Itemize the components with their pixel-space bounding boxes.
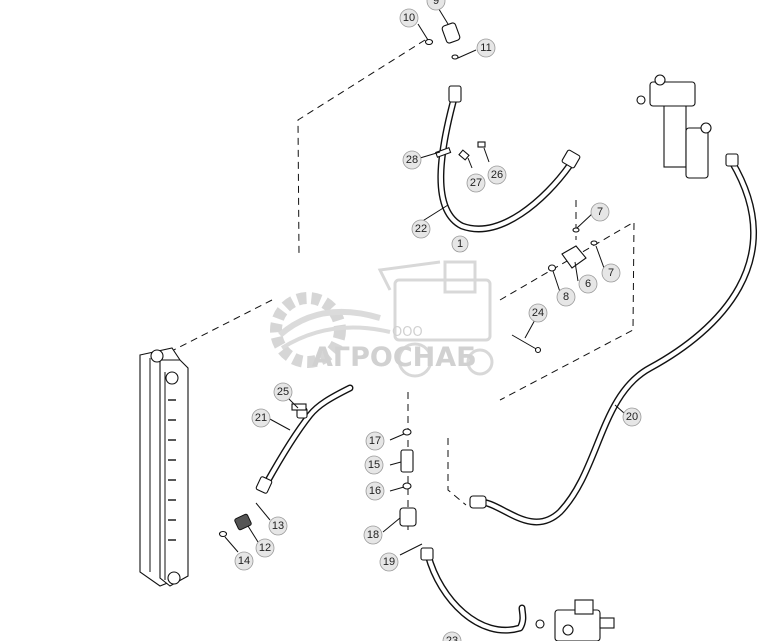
svg-text:12: 12 (259, 542, 271, 554)
callout-7-upper[interactable]: 7 (590, 202, 610, 222)
hose-21 (255, 384, 354, 494)
svg-text:8: 8 (563, 291, 569, 303)
svg-text:28: 28 (406, 154, 418, 166)
callout-20[interactable]: 20 (622, 407, 642, 427)
svg-text:10: 10 (403, 12, 415, 24)
svg-text:15: 15 (368, 459, 380, 471)
callout-19[interactable]: 19 (379, 552, 399, 572)
valve-block-assembly (535, 599, 615, 641)
callout-12[interactable]: 12 (255, 538, 275, 558)
svg-text:9: 9 (433, 0, 439, 7)
combine-harvester-icon (377, 260, 494, 378)
callout-13[interactable]: 13 (268, 516, 288, 536)
watermark-company-name: АГРОСНАБ (312, 342, 477, 373)
svg-text:11: 11 (480, 42, 491, 54)
callout-6[interactable]: 6 (578, 274, 598, 294)
callout-16[interactable]: 16 (365, 481, 385, 501)
callout-7-lower[interactable]: 7 (601, 263, 621, 283)
svg-text:25: 25 (277, 386, 289, 398)
svg-text:16: 16 (369, 485, 381, 497)
callouts: 9 10 11 28 27 26 22 7 7 1 6 8 24 20 25 2… (234, 0, 642, 641)
gear-logo-icon (270, 292, 391, 368)
svg-text:13: 13 (272, 520, 284, 532)
svg-text:23: 23 (446, 635, 458, 641)
callout-24[interactable]: 24 (528, 303, 548, 323)
callout-23[interactable]: 23 (442, 631, 462, 641)
callout-9[interactable]: 9 (426, 0, 446, 11)
svg-text:24: 24 (532, 307, 544, 319)
callout-26[interactable]: 26 (487, 165, 507, 185)
svg-text:21: 21 (255, 412, 267, 424)
svg-text:17: 17 (369, 435, 381, 447)
callout-27[interactable]: 27 (466, 173, 486, 193)
callout-22[interactable]: 22 (411, 219, 431, 239)
hose-22 (437, 85, 581, 233)
callout-15[interactable]: 15 (364, 455, 384, 475)
svg-text:19: 19 (383, 556, 395, 568)
callout-18[interactable]: 18 (363, 525, 383, 545)
svg-text:20: 20 (626, 411, 638, 423)
agrosnab-watermark: ООО АГРОСНАБ (270, 260, 494, 378)
callout-10[interactable]: 10 (399, 8, 419, 28)
callout-1[interactable]: 1 (451, 235, 469, 253)
callout-21[interactable]: 21 (251, 408, 271, 428)
svg-text:6: 6 (585, 278, 591, 290)
watermark-prefix: ООО (392, 325, 423, 340)
callout-28[interactable]: 28 (402, 150, 422, 170)
svg-text:27: 27 (470, 177, 482, 189)
svg-text:7: 7 (597, 206, 603, 218)
hose-20 (469, 153, 757, 526)
svg-text:14: 14 (238, 555, 250, 567)
callout-14[interactable]: 14 (234, 551, 254, 571)
svg-text:26: 26 (491, 169, 503, 181)
callout-11[interactable]: 11 (476, 38, 496, 58)
svg-text:18: 18 (367, 529, 379, 541)
callout-25[interactable]: 25 (273, 382, 293, 402)
filter-assembly (636, 74, 712, 179)
fittings (218, 22, 598, 538)
svg-text:7: 7 (608, 267, 614, 279)
hose-23 (420, 547, 527, 634)
oil-cooler-radiator (139, 347, 189, 587)
svg-text:1: 1 (457, 238, 463, 250)
svg-text:22: 22 (415, 223, 427, 235)
callout-17[interactable]: 17 (365, 431, 385, 451)
callout-8[interactable]: 8 (556, 287, 576, 307)
